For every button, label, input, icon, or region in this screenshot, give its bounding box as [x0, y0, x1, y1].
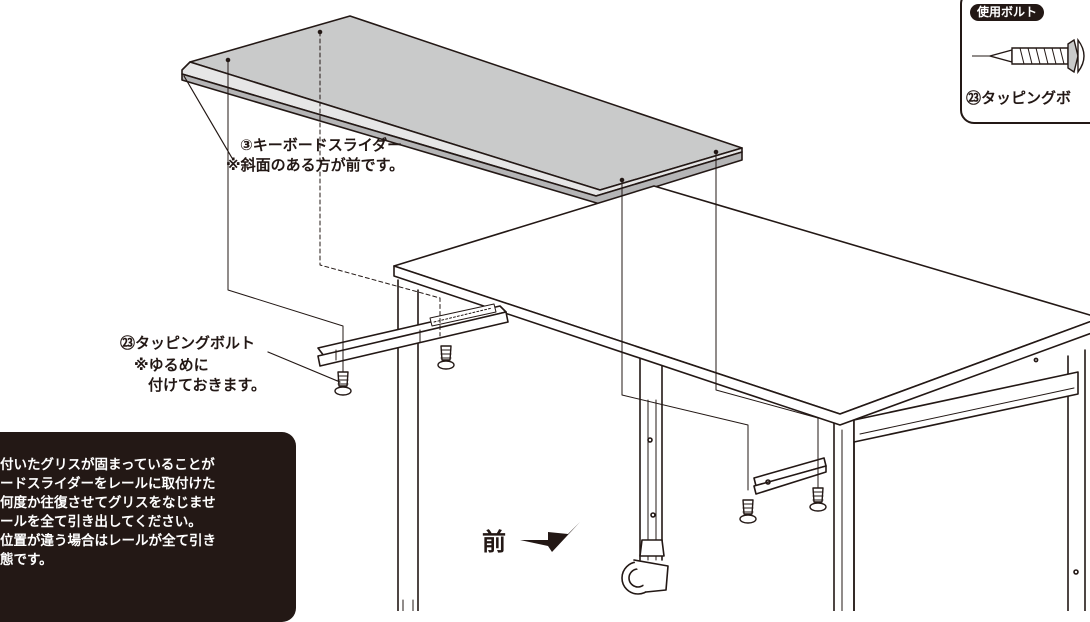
- front-direction-label: 前: [482, 528, 506, 556]
- rail-right: [753, 457, 827, 495]
- keyboard-slider-note: ※斜面のある方が前です。: [226, 156, 405, 174]
- bolts: [334, 345, 827, 524]
- notice-line: 態です。: [0, 552, 53, 568]
- notice-line: 何度か往復させてグリスをなじませ: [0, 495, 216, 511]
- bolt-label: ㉓タッピングボルト: [120, 334, 256, 352]
- keyboard-slider-label: ③キーボードスライダー: [240, 136, 403, 154]
- bolt-inset: 使用ボルト ㉓タッピングボ: [960, 0, 1090, 124]
- notice-line: 付いたグリスが固まっていることが: [0, 457, 215, 473]
- inset-caption: ㉓タッピングボ: [966, 89, 1072, 107]
- rail-left: [317, 303, 509, 367]
- notice-line: ードスライダーをレールに取付けた: [0, 476, 216, 492]
- front-arrow-icon: [520, 522, 580, 552]
- slider-leader-line: [183, 75, 233, 159]
- notice-box: 付いたグリスが固まっていることが ードスライダーをレールに取付けた 何度か往復さ…: [0, 432, 296, 622]
- bolt-leader-line: [267, 351, 341, 383]
- inset-badge: 使用ボルト: [970, 4, 1045, 21]
- desk: [393, 185, 1090, 611]
- tapping-bolt-icon: [972, 37, 1085, 75]
- bolt-note-1: ※ゆるめに: [134, 356, 209, 374]
- keyboard-slider-board: [181, 15, 743, 205]
- notice-line: 位置が違う場合はレールが全て引き: [0, 533, 216, 549]
- notice-line: ールを全て引き出してください。: [0, 514, 202, 530]
- bolt-note-2: 付けておきます。: [148, 376, 267, 394]
